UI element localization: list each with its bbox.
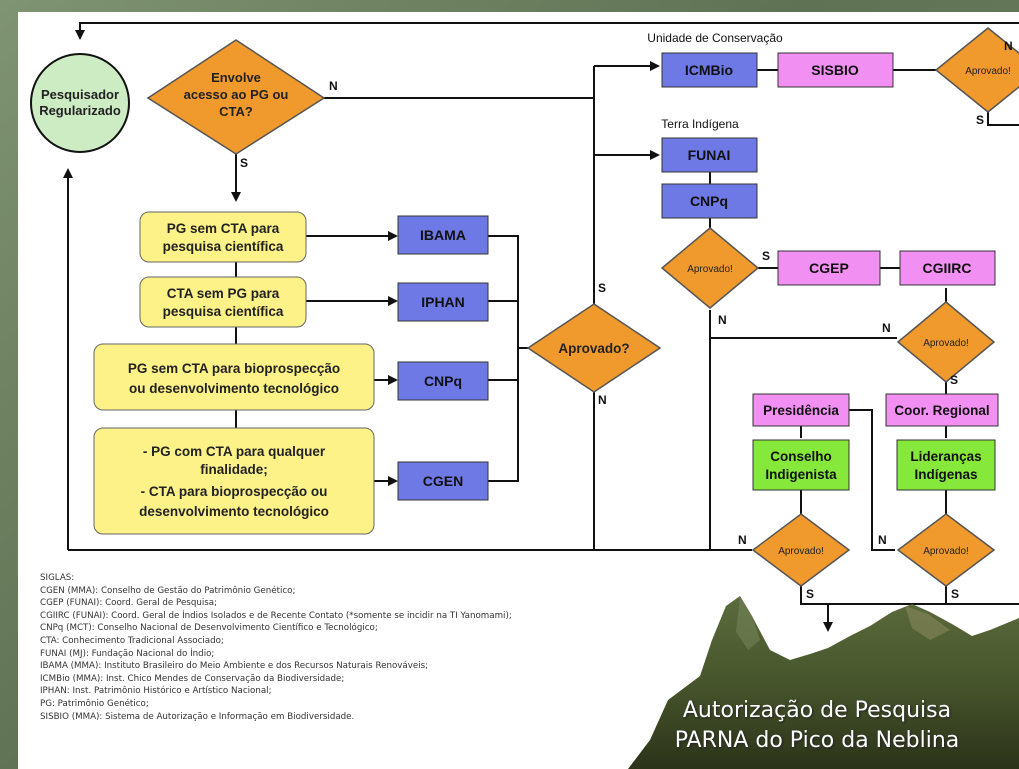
svg-text:S: S [976, 113, 984, 127]
case-box-4: - PG com CTA para qualquer finalidade; -… [93, 427, 375, 535]
svg-text:ou desenvolvimento tecnológico: ou desenvolvimento tecnológico [129, 381, 339, 396]
legend-item: PG: Patrimônio Genético; [40, 698, 149, 709]
node-conselho-2: Indigenista [765, 467, 837, 482]
decision-envolve: Envolve acesso ao PG ou CTA? [146, 39, 326, 155]
svg-text:N: N [718, 313, 727, 327]
uc-label: Unidade de Conservação [647, 31, 783, 45]
agency-cgen [397, 461, 489, 501]
agency-cnpq-label: CNPq [424, 373, 462, 389]
legend-item: ICMBio (MMA): Inst. Chico Mendes de Cons… [40, 673, 345, 684]
svg-text:S: S [762, 249, 770, 263]
decision-funai: Aprovado! [687, 264, 733, 275]
svg-text:PG sem CTA para: PG sem CTA para [167, 221, 280, 236]
case-box-3: PG sem CTA para bioprospecção ou desenvo… [93, 343, 375, 411]
svg-text:- PG com CTA para qualquer: - PG com CTA para qualquer [143, 444, 326, 459]
node-icmbio: ICMBio [685, 62, 733, 78]
agency-cnpq [397, 361, 489, 401]
flowchart: Pesquisador Regularizado Envolve acesso … [30, 22, 1019, 632]
svg-text:N: N [882, 321, 891, 335]
svg-text:S: S [950, 373, 958, 387]
agency-iphan-label: IPHAN [421, 294, 465, 310]
svg-text:PG sem CTA para bioprospecção: PG sem CTA para bioprospecção [128, 361, 340, 376]
svg-text:S: S [598, 281, 606, 295]
decision-conselho: Aprovado! [778, 546, 824, 557]
svg-text:N: N [1004, 39, 1013, 53]
mountain-image [628, 596, 1019, 769]
svg-text:CTA sem PG para: CTA sem PG para [167, 286, 280, 301]
legend-item: CNPq (MCT): Conselho Nacional de Desenvo… [40, 623, 378, 634]
legend: SIGLAS: CGEN (MMA): Conselho de Gestão d… [40, 572, 730, 723]
agency-ibama [397, 215, 489, 255]
legend-item: CGEN (MMA): Conselho de Gestão do Patrim… [40, 585, 296, 596]
node-cgiirc: CGIIRC [923, 260, 972, 276]
svg-text:- CTA para bioprospecção ou: - CTA para bioprospecção ou [141, 484, 328, 499]
legend-heading: SIGLAS: [40, 573, 75, 583]
svg-text:N: N [738, 533, 747, 547]
legend-item: SISBIO (MMA): Sistema de Autorização e I… [40, 711, 355, 722]
diagram-panel: Pesquisador Regularizado Envolve acesso … [18, 12, 1019, 769]
case-box-2: CTA sem PG para pesquisa científica [139, 276, 307, 328]
node-liderancas-2: Indígenas [914, 467, 977, 482]
svg-text:pesquisa científica: pesquisa científica [163, 239, 284, 254]
legend-item: IBAMA (MMA): Instituto Brasileiro do Mei… [40, 661, 429, 672]
svg-text:N: N [329, 79, 338, 93]
svg-text:N: N [598, 393, 607, 407]
svg-text:CTA?: CTA? [219, 104, 253, 119]
agency-iphan [397, 282, 489, 322]
node-liderancas-1: Lideranças [910, 449, 981, 464]
legend-item: CTA: Conhecimento Tradicional Associado; [40, 635, 224, 646]
svg-text:acesso ao PG ou: acesso ao PG ou [184, 87, 289, 102]
decision-cgiirc: Aprovado! [923, 338, 969, 349]
ti-label: Terra Indígena [661, 117, 739, 131]
decision-aprovado-main: Aprovado? [526, 303, 662, 393]
agency-cgen-label: CGEN [423, 473, 463, 489]
svg-text:S: S [240, 156, 248, 170]
title-line-2: PARNA do Pico da Neblina [674, 728, 960, 753]
node-presidencia: Presidência [763, 403, 839, 418]
agency-ibama-label: IBAMA [420, 227, 466, 243]
start-label-1: Pesquisador [41, 87, 119, 102]
decision-uc: Aprovado! [965, 66, 1011, 77]
decision-liderancas: Aprovado! [923, 546, 969, 557]
node-cgep: CGEP [809, 260, 849, 276]
case-box-1: PG sem CTA para pesquisa científica [139, 211, 307, 263]
start-label-2: Regularizado [39, 103, 121, 118]
start-node: Pesquisador Regularizado [30, 53, 130, 153]
node-sisbio: SISBIO [811, 62, 859, 78]
svg-text:Aprovado?: Aprovado? [558, 341, 629, 356]
node-conselho-1: Conselho [770, 449, 832, 464]
svg-text:S: S [806, 587, 814, 601]
legend-item: FUNAI (MJ): Fundação Nacional do Índio; [40, 648, 215, 659]
svg-text:N: N [878, 533, 887, 547]
svg-text:desenvolvimento tecnológico: desenvolvimento tecnológico [139, 504, 329, 519]
svg-text:pesquisa científica: pesquisa científica [163, 304, 284, 319]
node-coor-regional: Coor. Regional [894, 403, 989, 418]
svg-text:finalidade;: finalidade; [200, 462, 268, 477]
svg-text:Envolve: Envolve [211, 70, 261, 85]
node-funai: FUNAI [688, 147, 731, 163]
legend-item: IPHAN: Inst. Patrimônio Histórico e Artí… [40, 686, 272, 697]
legend-item: CGEP (FUNAI): Coord. Geral de Pesquisa; [40, 598, 218, 609]
node-cnpq-ti: CNPq [690, 193, 728, 209]
svg-text:S: S [951, 587, 959, 601]
branch-labels: N S S N N S S N N S N N S S [240, 39, 1013, 601]
legend-item: CGIIRC (FUNAI): Coord. Geral de Índios I… [40, 610, 512, 621]
title-line-1: Autorização de Pesquisa [682, 698, 952, 723]
